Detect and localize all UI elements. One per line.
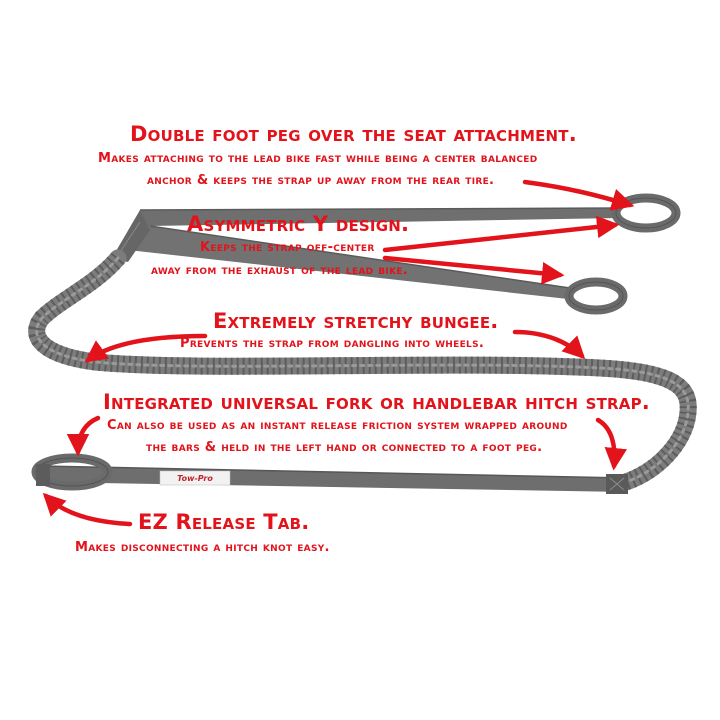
foot-peg-loop-upper	[611, 193, 681, 233]
hitch-strap	[39, 465, 628, 494]
release-tab-title: EZ Release Tab.	[138, 510, 310, 534]
hitch-strap-desc-2: the bars & held in the left hand or conn…	[146, 440, 543, 455]
foot-peg-loop-lower	[564, 277, 628, 315]
product-label-text: Tow-Pro	[177, 474, 213, 483]
foot-peg-desc-2: anchor & keeps the strap up away from th…	[147, 173, 495, 188]
y-design-title: Asymmetric Y design.	[187, 212, 410, 236]
arrow-bungee-right	[512, 329, 586, 360]
arrow-foot-peg	[522, 179, 635, 211]
ez-release-tab	[36, 464, 50, 486]
release-tab-desc-1: Makes disconnecting a hitch knot easy.	[75, 540, 330, 555]
foot-peg-title: Double foot peg over the seat attachment…	[130, 122, 577, 146]
y-strap-upper	[128, 207, 621, 250]
foot-peg-desc-1: Makes attaching to the lead bike fast wh…	[98, 151, 538, 166]
bungee-desc-1: Prevents the strap from dangling into wh…	[180, 336, 485, 351]
arrow-release-tab	[42, 492, 133, 527]
arrow-hitch-left	[66, 415, 101, 457]
bungee-title: Extremely stretchy bungee.	[213, 309, 499, 333]
arrow-bungee-left	[84, 333, 208, 363]
arrow-y-upper	[382, 215, 620, 253]
hitch-strap-desc-1: Can also be used as an instant release f…	[107, 418, 568, 433]
arrow-hitch-right	[595, 417, 627, 471]
product-label	[159, 470, 231, 486]
y-design-desc-2: away from the exhaust of the lead bike.	[151, 263, 409, 278]
arrow-y-lower	[382, 255, 565, 285]
hitch-strap-title: Integrated universal fork or handlebar h…	[103, 390, 650, 414]
y-junction	[112, 210, 150, 262]
bungee-cord	[28, 249, 697, 491]
y-design-desc-1: Keeps the strap off-center	[200, 240, 375, 255]
y-strap-lower	[128, 225, 571, 299]
